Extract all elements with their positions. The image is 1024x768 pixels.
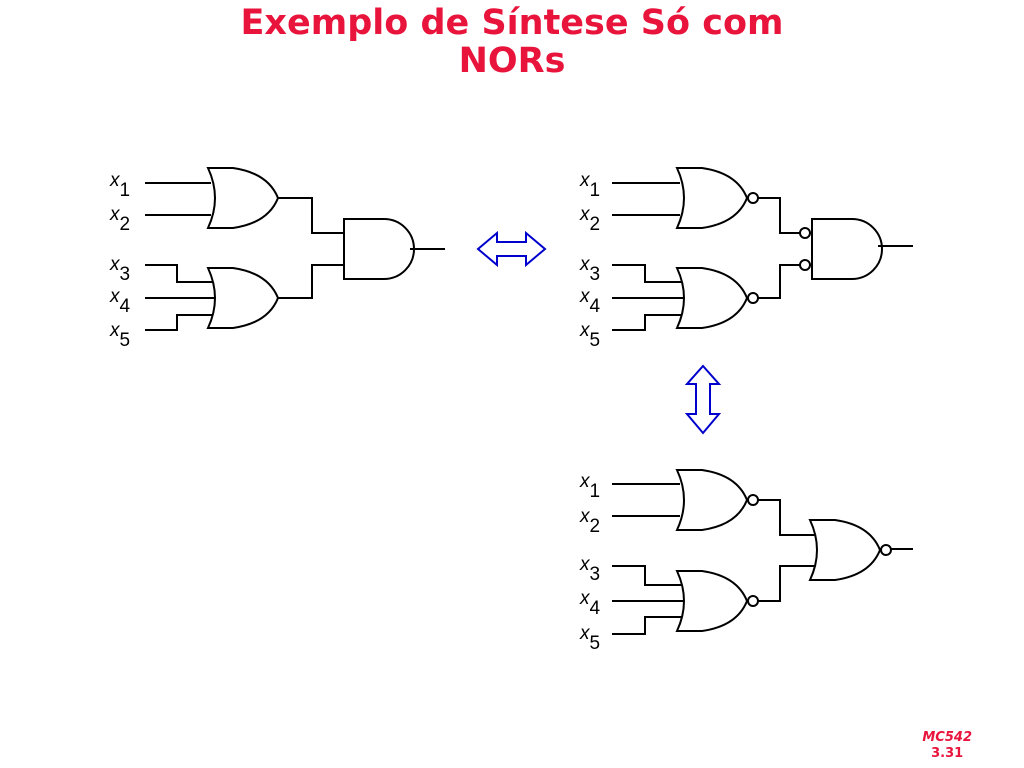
labels-circuit-2: x1 x2 x3 x4 x5 <box>579 170 601 351</box>
inversion-bubble <box>747 595 759 607</box>
page-title: Exemplo de Síntese Só com NORs <box>0 4 1024 80</box>
circuit-nor-nor <box>612 469 913 635</box>
labels-circuit-3: x1 x2 x3 x4 x5 <box>579 471 601 654</box>
wire-or2-and <box>278 264 344 299</box>
nor-gate-output <box>809 519 881 581</box>
double-arrow-horizontal-icon <box>476 230 547 268</box>
inversion-bubble <box>799 227 811 239</box>
and-gate <box>343 218 415 280</box>
circuit-nor-bubbled-and <box>612 167 913 331</box>
wire-x5 <box>612 616 682 635</box>
wire-nor2-nor3 <box>758 565 815 602</box>
input-label: x4 <box>109 286 131 317</box>
double-arrow-vertical-icon <box>684 364 722 435</box>
input-label: x5 <box>579 623 600 654</box>
nor-gate-1 <box>676 469 748 531</box>
inversion-bubble <box>799 259 811 271</box>
and-gate <box>811 218 883 280</box>
input-label: x5 <box>579 320 600 351</box>
inversion-bubble <box>747 292 759 304</box>
wire-or1-and <box>278 197 344 234</box>
input-label: x3 <box>109 254 130 285</box>
nor-gate-2 <box>676 570 748 632</box>
slide-number: 3.31 <box>931 746 964 761</box>
title-line-2: NORs <box>458 41 566 81</box>
title-line-1: Exemplo de Síntese Só com <box>240 3 784 43</box>
input-label: x5 <box>109 320 130 351</box>
wire-nor1-and <box>758 197 800 234</box>
input-label: x2 <box>109 204 130 235</box>
wire-x3 <box>612 264 682 283</box>
inversion-bubble <box>747 192 759 204</box>
circuit-or-and <box>145 167 445 331</box>
input-label: x2 <box>579 204 600 235</box>
wire-x3 <box>145 264 213 283</box>
wire-x3 <box>612 565 682 586</box>
input-label: x3 <box>579 254 600 285</box>
inversion-bubble <box>880 544 892 556</box>
nor-gate-2 <box>676 267 748 329</box>
course-code: MC542 <box>922 730 972 745</box>
nor-gate-1 <box>676 167 748 229</box>
slide-footer: MC542 3.31 <box>922 730 972 762</box>
input-label: x1 <box>109 170 130 201</box>
or-gate-2 <box>207 267 279 329</box>
input-label: x4 <box>579 588 601 619</box>
inversion-bubble <box>747 494 759 506</box>
input-label: x4 <box>579 286 601 317</box>
labels-circuit-1: x1 x2 x3 x4 x5 <box>109 170 131 351</box>
input-label: x1 <box>579 170 600 201</box>
input-label: x2 <box>579 506 600 537</box>
or-gate-1 <box>207 167 279 229</box>
wire-nor2-and <box>758 264 800 299</box>
input-label: x3 <box>579 554 600 585</box>
wire-nor1-nor3 <box>758 499 815 536</box>
wire-x5 <box>145 314 213 331</box>
wire-x5 <box>612 314 682 331</box>
input-label: x1 <box>579 471 600 502</box>
